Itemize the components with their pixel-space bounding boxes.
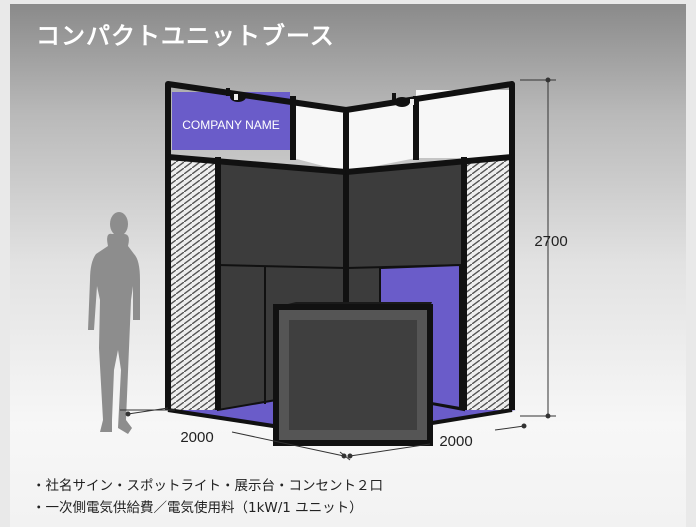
left-width-dimension-label: 2000 xyxy=(180,429,213,446)
display-counter xyxy=(273,302,433,446)
person-silhouette xyxy=(88,212,140,434)
upper-center-left-panel xyxy=(293,100,346,172)
right-width-dimension-label: 2000 xyxy=(439,433,472,450)
spotlight-icon xyxy=(226,88,246,102)
company-sign-text: COMPANY NAME xyxy=(182,118,280,132)
note-item: ・一次側電気供給費／電気使用料（1kW/1 ユニット） xyxy=(32,500,363,516)
note-item: ・社名サイン・スポットライト・展示台・コンセント２口 xyxy=(32,478,383,494)
upper-right-panel xyxy=(416,90,512,158)
booth-frame xyxy=(165,81,515,439)
upper-center-right-panel xyxy=(346,100,416,172)
left-mesh-panel xyxy=(169,158,218,410)
spotlight-icon xyxy=(392,93,414,107)
dimension-lines xyxy=(120,77,556,461)
notes-list: ・社名サイン・スポットライト・展示台・コンセント２口 ・一次側電気供給費／電気使… xyxy=(32,475,383,519)
height-dimension-label: 2700 xyxy=(534,233,567,250)
page-title: コンパクトユニットブース xyxy=(36,22,335,50)
right-mesh-panel xyxy=(464,158,512,410)
